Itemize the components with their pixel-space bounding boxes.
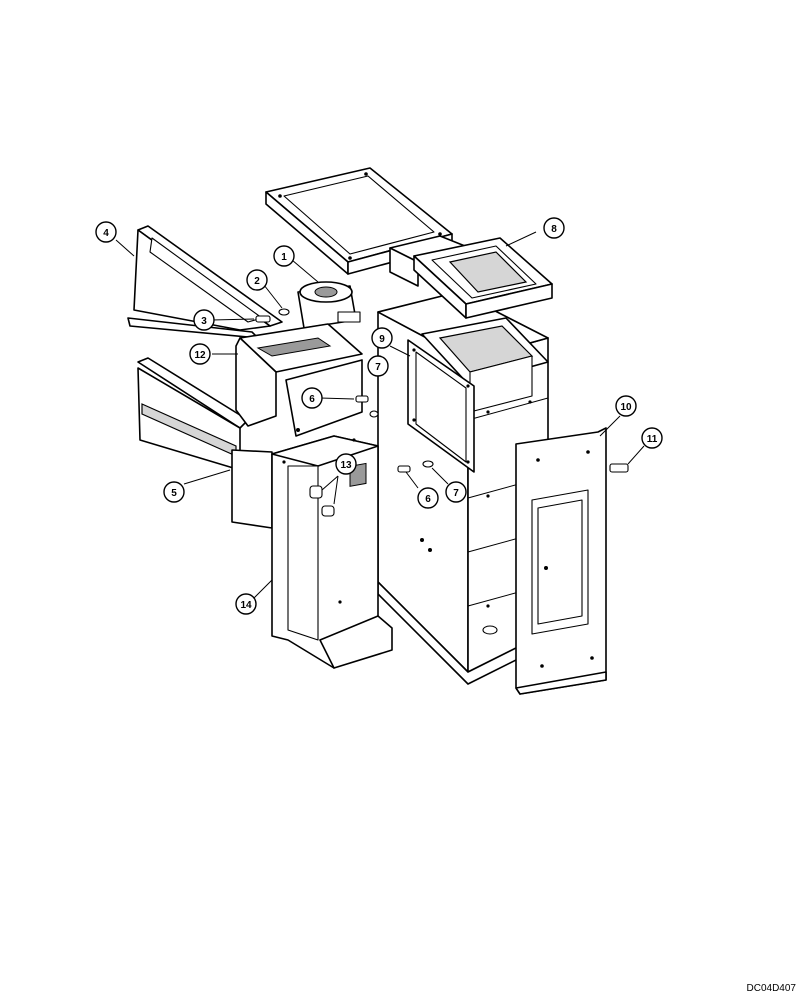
- svg-text:11: 11: [647, 434, 658, 445]
- angled-bracket: [235, 323, 363, 437]
- column-housing: [297, 281, 361, 329]
- callout-leaders: [115, 231, 645, 599]
- callout-2: 2: [246, 269, 268, 291]
- svg-text:6: 6: [309, 394, 315, 405]
- callout-6-upper: 6: [301, 387, 323, 409]
- access-panel-gasket: [407, 339, 475, 473]
- svg-text:5: 5: [171, 488, 177, 499]
- callout-3: 3: [193, 309, 215, 331]
- callout-9: 9: [371, 327, 393, 349]
- callout-1: 1: [273, 245, 295, 267]
- callout-7-upper: 7: [367, 355, 389, 377]
- svg-text:7: 7: [375, 362, 381, 373]
- svg-text:7: 7: [453, 488, 459, 499]
- svg-text:14: 14: [240, 600, 252, 611]
- callout-6-lower: 6: [417, 487, 439, 509]
- svg-text:8: 8: [551, 224, 557, 235]
- svg-text:13: 13: [340, 460, 352, 471]
- svg-text:4: 4: [103, 228, 109, 239]
- callout-5: 5: [163, 481, 185, 503]
- svg-text:12: 12: [194, 350, 206, 361]
- callout-4: 4: [95, 221, 117, 243]
- front-cover: [271, 435, 393, 669]
- callout-10: 10: [615, 395, 637, 417]
- svg-text:9: 9: [379, 334, 385, 345]
- callout-8: 8: [543, 217, 565, 239]
- upper-duct-frame: [389, 235, 553, 319]
- left-slanted-panel: [127, 225, 283, 339]
- drawing-code-label: DC04D407: [746, 983, 796, 994]
- lower-left-panel: [137, 357, 273, 529]
- svg-text:10: 10: [620, 402, 632, 413]
- svg-text:2: 2: [254, 276, 260, 287]
- svg-text:6: 6: [425, 494, 431, 505]
- callout-7-lower: 7: [445, 481, 467, 503]
- callout-14: 14: [235, 593, 257, 615]
- svg-text:1: 1: [281, 252, 287, 263]
- callout-13: 13: [335, 453, 357, 475]
- right-side-cover: [515, 427, 607, 695]
- svg-text:3: 3: [201, 316, 207, 327]
- fasteners: [255, 308, 629, 517]
- callout-12: 12: [189, 343, 211, 365]
- callout-11: 11: [641, 427, 663, 449]
